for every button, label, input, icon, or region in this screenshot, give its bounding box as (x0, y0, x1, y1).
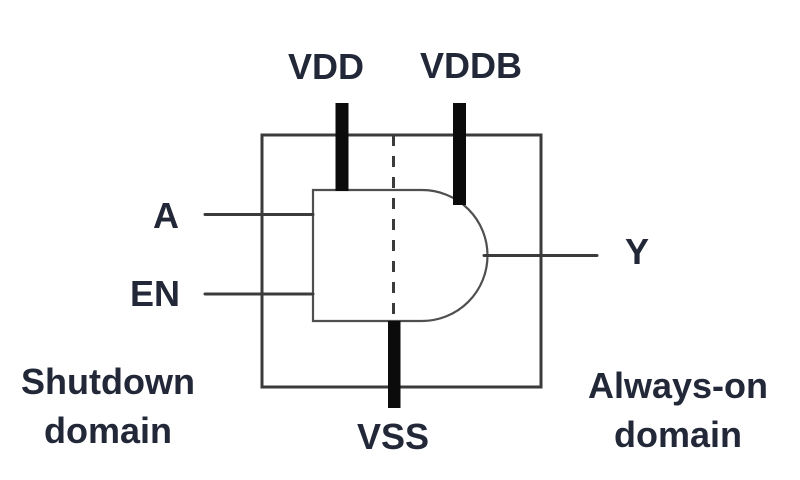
vss-label: VSS (356, 416, 430, 457)
vddb-label: VDDB (419, 45, 523, 86)
vdd-label: VDD (287, 46, 365, 87)
shutdown-domain-line2: domain (43, 409, 173, 451)
input-a-label: A (153, 195, 179, 236)
input-en-label: EN (129, 273, 181, 314)
vss-power-bar (388, 321, 401, 408)
domain-boundary-box (260, 133, 543, 389)
and-gate-icon (311, 188, 489, 323)
shutdown-domain-label: Shutdown domain (21, 358, 195, 456)
vddb-power-bar (453, 103, 466, 205)
output-y-label: Y (624, 231, 650, 272)
always-on-domain-line2: domain (613, 413, 743, 455)
vdd-power-bar (335, 103, 349, 191)
always-on-domain-line1: Always-on (587, 365, 769, 406)
shutdown-domain-line1: Shutdown (21, 361, 195, 402)
always-on-domain-label: Always-on domain (588, 362, 768, 460)
